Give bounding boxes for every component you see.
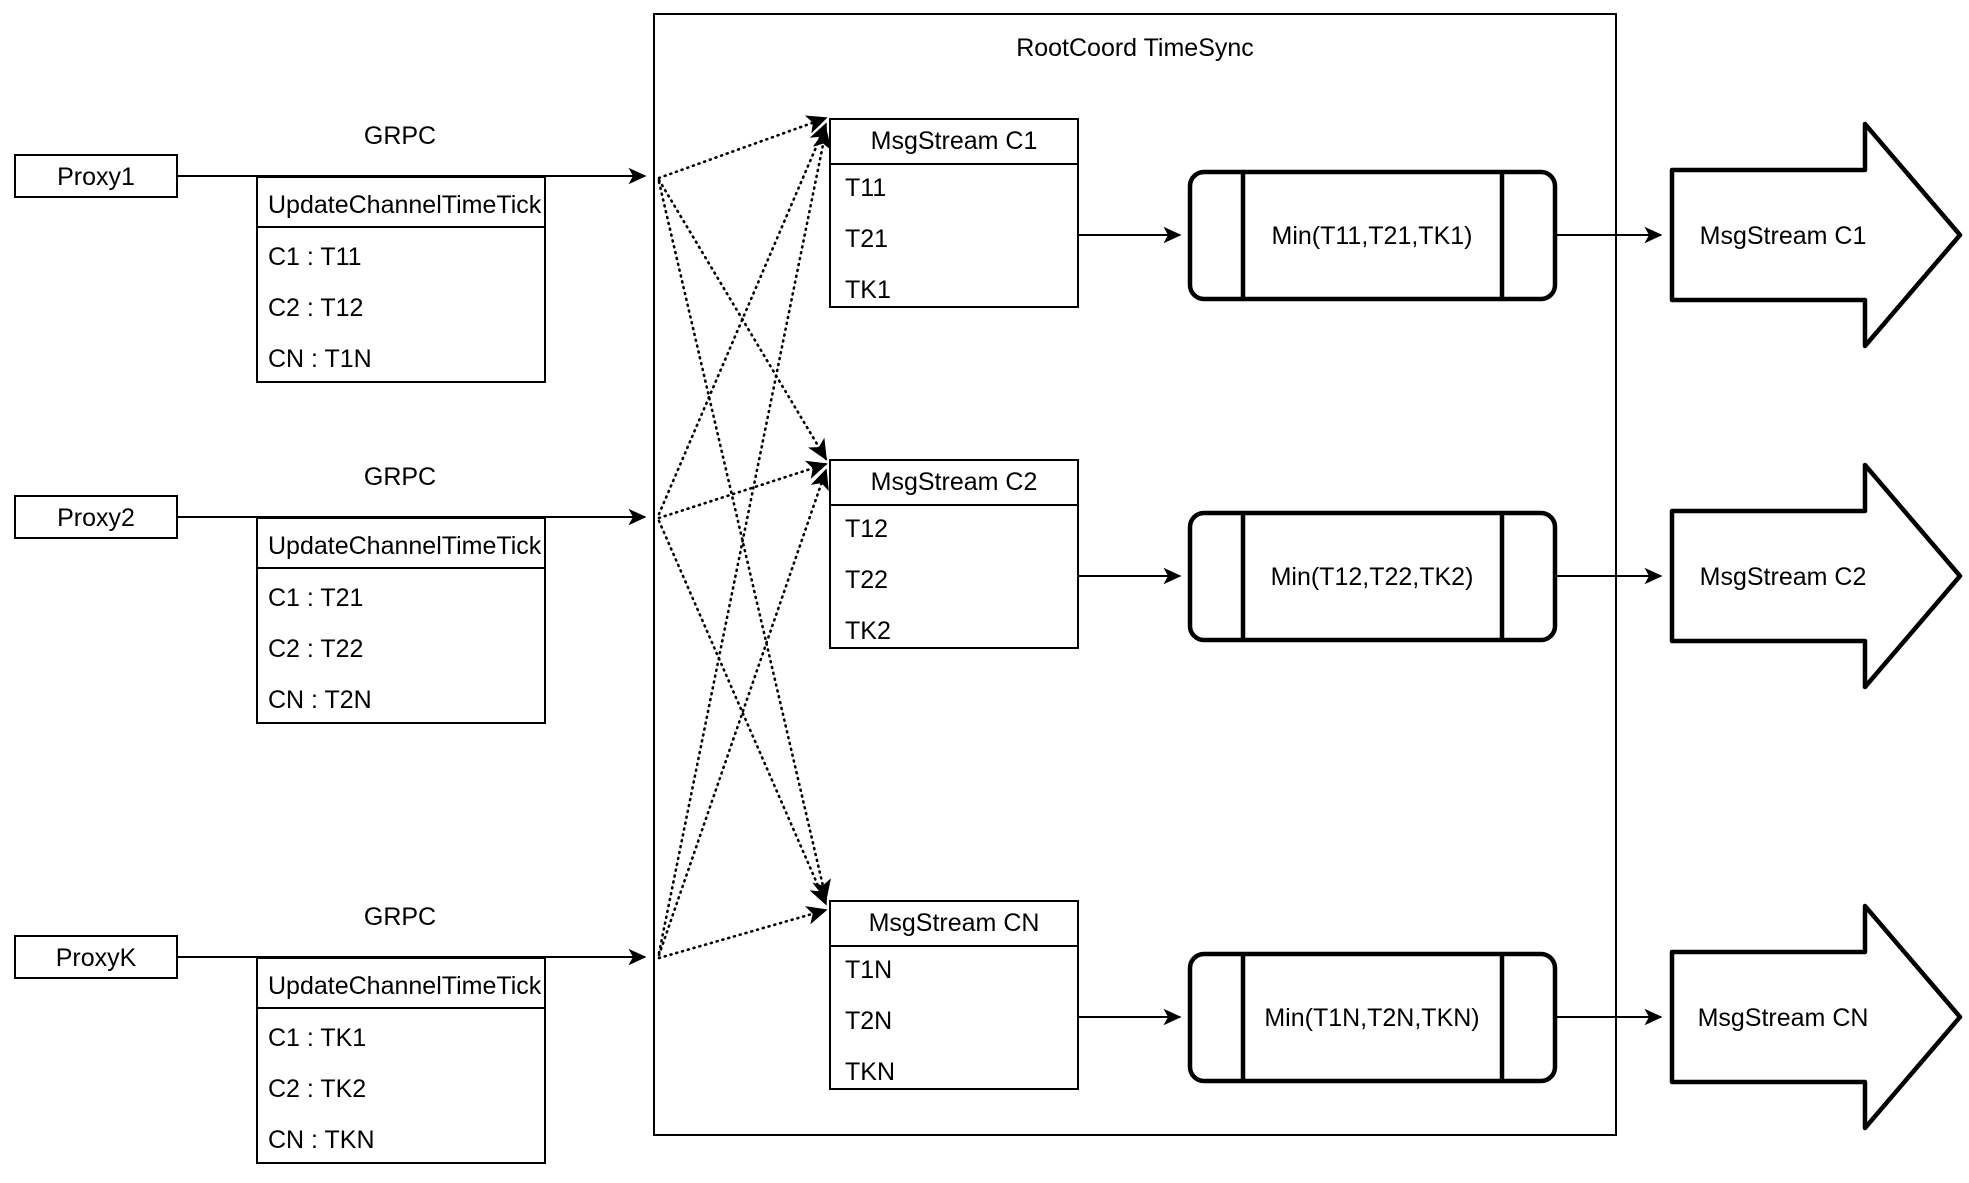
message-header-3: UpdateChannelTimeTick (268, 972, 542, 1000)
container-title: RootCoord TimeSync (1016, 34, 1254, 62)
msgstream-row-c2-1: T22 (845, 566, 888, 594)
output-label-cn: MsgStream CN (1698, 1004, 1869, 1032)
proxy-label-2: Proxy2 (57, 504, 135, 532)
msgstream-row-cn-2: TKN (845, 1058, 895, 1086)
message-row-2-0: C1 : T21 (268, 584, 363, 612)
min-process-label-c2: Min(T12,T22,TK2) (1271, 563, 1474, 591)
output-label-c1: MsgStream C1 (1700, 222, 1867, 250)
proxy-label-1: Proxy1 (57, 163, 135, 191)
message-row-3-2: CN : TKN (268, 1126, 375, 1154)
message-row-2-1: C2 : T22 (268, 635, 363, 663)
msgstream-header-cn: MsgStream CN (869, 909, 1040, 937)
grpc-label-1: GRPC (364, 122, 436, 150)
message-row-1-0: C1 : T11 (268, 243, 362, 271)
channel-group-c2: MsgStream C2 T12 T22 TK2 Min(T12,T22,TK2… (829, 459, 1963, 690)
message-row-1-2: CN : T1N (268, 345, 372, 373)
message-box-2 (256, 517, 546, 724)
channel-group-c1: MsgStream C1 T11 T21 TK1 Min(T11,T21,TK1… (829, 118, 1963, 349)
msgstream-header-c1: MsgStream C1 (871, 127, 1038, 155)
proxy-group-3: ProxyK GRPC UpdateChannelTimeTick C1 : T… (14, 903, 647, 1164)
grpc-label-2: GRPC (364, 463, 436, 491)
message-row-1-1: C2 : T12 (268, 294, 363, 322)
msgstream-box-cn (829, 900, 1079, 1090)
msgstream-row-c1-1: T21 (845, 225, 888, 253)
output-label-c2: MsgStream C2 (1700, 563, 1867, 591)
message-row-3-1: C2 : TK2 (268, 1075, 366, 1103)
message-row-3-0: C1 : TK1 (268, 1024, 366, 1052)
msgstream-row-cn-0: T1N (845, 956, 892, 984)
dotted-arrow-p2-cn (657, 519, 828, 906)
output-block-arrow-c1 (1669, 121, 1963, 349)
proxy-box-3[interactable] (14, 935, 178, 979)
dotted-arrow-pk-c1 (657, 128, 832, 955)
msgstream-box-c1 (829, 118, 1079, 308)
msgstream-box-c2 (829, 459, 1079, 649)
msgstream-header-c2: MsgStream C2 (871, 468, 1038, 496)
msgstream-row-cn-1: T2N (845, 1007, 892, 1035)
message-row-2-2: CN : T2N (268, 686, 372, 714)
message-header-2: UpdateChannelTimeTick (268, 532, 542, 560)
message-box-1 (256, 176, 546, 383)
fanout-dotted-arrows (657, 115, 832, 960)
proxy-group-1: Proxy1 GRPC UpdateChannelTimeTick C1 : T… (14, 122, 647, 383)
output-block-arrow-cn (1669, 903, 1963, 1131)
msgstream-row-c1-2: TK1 (845, 276, 891, 304)
proxy-group-2: Proxy2 GRPC UpdateChannelTimeTick C1 : T… (14, 463, 647, 724)
msgstream-row-c2-2: TK2 (845, 617, 891, 645)
min-process-label-c1: Min(T11,T21,TK1) (1272, 222, 1473, 250)
proxy-box-1[interactable] (14, 154, 178, 198)
dotted-arrow-p2-c2 (657, 460, 828, 520)
grpc-label-3: GRPC (364, 903, 436, 931)
msgstream-row-c1-0: T11 (845, 174, 886, 202)
dotted-arrow-p2-c1 (657, 122, 828, 516)
output-block-arrow-c2 (1669, 462, 1963, 690)
message-box-3 (256, 957, 546, 1164)
dotted-arrow-pk-c2 (657, 468, 829, 957)
channel-group-cn: MsgStream CN T1N T2N TKN Min(T1N,T2N,TKN… (829, 900, 1963, 1131)
dotted-arrow-pk-cn (657, 906, 828, 960)
dotted-arrow-p1-c1 (657, 115, 828, 180)
msgstream-row-c2-0: T12 (845, 515, 888, 543)
proxy-label-3: ProxyK (56, 944, 137, 972)
min-process-label-cn: Min(T1N,T2N,TKN) (1264, 1004, 1479, 1032)
message-header-1: UpdateChannelTimeTick (268, 191, 542, 219)
